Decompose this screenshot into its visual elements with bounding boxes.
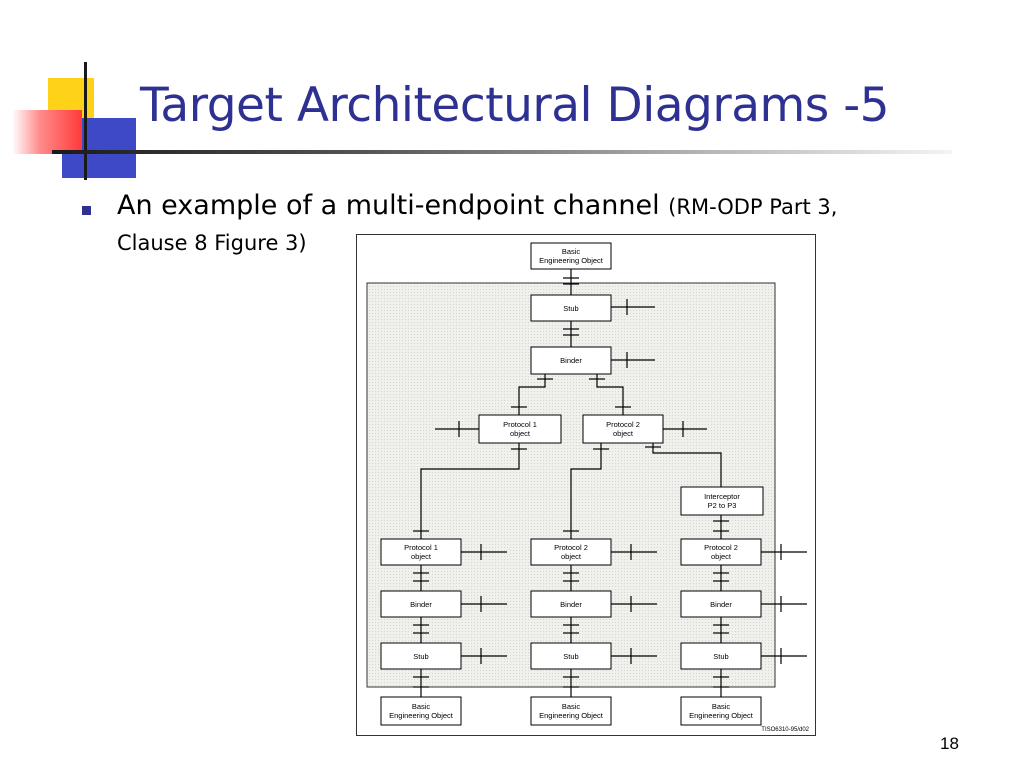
left-bottom-object-label-line2: Engineering Object	[389, 711, 454, 720]
right-binder-label: Binder	[710, 600, 732, 609]
top-protocol-2-label-line1: Protocol 2	[606, 420, 640, 429]
interceptor-label-line2: P2 to P3	[708, 501, 737, 510]
right-stub-label: Stub	[713, 652, 728, 661]
middle-protocol-box	[530, 538, 612, 566]
right-bottom-object-label-line2: Engineering Object	[689, 711, 754, 720]
right-column-links	[713, 544, 807, 697]
middle-stub-label: Stub	[563, 652, 578, 661]
top-protocol-1-box	[478, 414, 562, 444]
right-stub-box	[680, 642, 762, 670]
slide-number: 18	[940, 734, 959, 753]
interceptor-box	[680, 486, 764, 516]
right-binder-box	[680, 590, 762, 618]
right-protocol-label-line1: Protocol 2	[704, 543, 738, 552]
top-protocol-2-box	[582, 414, 664, 444]
channel-diagram-figure: Basic Engineering Object Stub Binder Pro…	[356, 234, 816, 736]
left-stub-label: Stub	[413, 652, 428, 661]
middle-binder-label: Binder	[560, 600, 582, 609]
top-object-label-line2: Engineering Object	[539, 256, 604, 265]
right-protocol-box	[680, 538, 762, 566]
bullet-reference: (RM-ODP Part 3,	[668, 195, 838, 219]
left-binder-label: Binder	[410, 600, 432, 609]
middle-basic-engineering-object-box	[530, 696, 612, 726]
top-object-label-line1: Basic	[562, 247, 581, 256]
bullet-main-text: An example of a multi-endpoint channel	[117, 190, 669, 221]
middle-column-links	[563, 544, 657, 697]
top-protocol-1-label-line1: Protocol 1	[503, 420, 537, 429]
right-protocol-label-line2: object	[711, 552, 732, 561]
corner-red-square	[12, 110, 82, 154]
left-protocol-box	[380, 538, 462, 566]
top-stub-label: Stub	[563, 304, 578, 313]
top-stub-box	[530, 294, 612, 322]
channel-diagram: Basic Engineering Object Stub Binder Pro…	[366, 242, 810, 733]
left-protocol-label-line1: Protocol 1	[404, 543, 438, 552]
left-basic-engineering-object-box	[380, 696, 462, 726]
left-column-links	[413, 544, 507, 697]
top-protocol-1-label-line2: object	[510, 429, 531, 438]
slide-title: Target Architectural Diagrams -5	[140, 78, 890, 133]
left-stub-box	[380, 642, 462, 670]
left-protocol-label-line2: object	[411, 552, 432, 561]
middle-protocol-label-line2: object	[561, 552, 582, 561]
top-basic-engineering-object-box	[530, 242, 612, 270]
left-binder-box	[380, 590, 462, 618]
right-basic-engineering-object-box	[680, 696, 762, 726]
title-divider	[52, 150, 952, 154]
interceptor-label-line1: Interceptor	[704, 492, 740, 501]
figure-code: TISO6310-95/d02	[761, 727, 809, 733]
bullet-marker	[82, 206, 91, 215]
middle-protocol-label-line1: Protocol 2	[554, 543, 588, 552]
middle-stub-box	[530, 642, 612, 670]
right-bottom-object-label-line1: Basic	[712, 702, 731, 711]
diagram-boxes	[380, 242, 764, 726]
connectors	[413, 269, 807, 697]
diagram-labels: Basic Engineering Object Stub Binder Pro…	[389, 247, 754, 720]
bullet-text: An example of a multi-endpoint channel (…	[117, 190, 837, 221]
middle-bottom-object-label-line2: Engineering Object	[539, 711, 604, 720]
middle-binder-box	[530, 590, 612, 618]
top-protocol-2-label-line2: object	[613, 429, 634, 438]
bullet-reference-continued: Clause 8 Figure 3)	[117, 231, 307, 255]
corner-vertical-line	[84, 62, 87, 180]
top-binder-box	[530, 346, 612, 375]
left-bottom-object-label-line1: Basic	[412, 702, 431, 711]
middle-bottom-object-label-line1: Basic	[562, 702, 581, 711]
top-binder-label: Binder	[560, 356, 582, 365]
